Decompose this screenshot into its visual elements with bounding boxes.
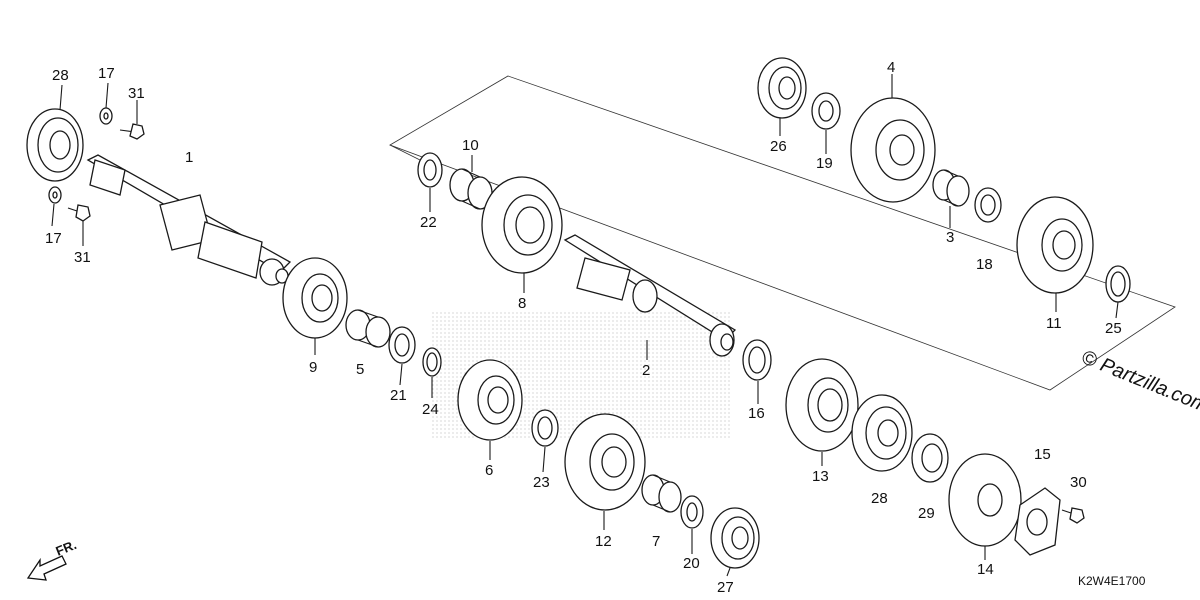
callout-26: 26 (770, 138, 787, 155)
callout-21: 21 (390, 387, 407, 404)
gear-4[interactable] (850, 97, 936, 203)
bushing-5[interactable] (345, 309, 391, 348)
washer-17-bottom[interactable] (48, 186, 62, 204)
gear-8[interactable] (481, 176, 563, 274)
circlip-24[interactable] (422, 347, 442, 377)
bushing-10[interactable] (449, 168, 493, 210)
callout-3: 3 (946, 229, 954, 246)
washer-20[interactable] (680, 495, 704, 529)
callout-8: 8 (518, 295, 526, 312)
watermark: © Partzilla.com (1078, 346, 1200, 417)
assembly-divider (389, 144, 421, 161)
gear-11[interactable] (1016, 196, 1094, 294)
drawing-code: K2W4E1700 (1078, 574, 1146, 588)
bolt-30[interactable] (1061, 507, 1085, 524)
callout-16: 16 (748, 405, 765, 422)
callout-28-left: 28 (52, 67, 69, 84)
callout-14: 14 (977, 561, 994, 578)
bearing-28-left[interactable] (26, 108, 84, 182)
callout-6: 6 (485, 462, 493, 479)
callout-1: 1 (185, 149, 193, 166)
callout-10: 10 (462, 137, 479, 154)
sprocket-14[interactable] (948, 453, 1022, 547)
callout-17-bottom: 17 (45, 230, 62, 247)
callout-25: 25 (1105, 320, 1122, 337)
mainshaft-1[interactable] (86, 154, 292, 286)
callout-labels: 28 17 31 1 17 31 9 5 21 24 22 10 8 6 23 … (45, 59, 1122, 596)
callout-13: 13 (812, 468, 829, 485)
front-label: FR. (54, 537, 79, 559)
callout-18: 18 (976, 256, 993, 273)
washer-16[interactable] (742, 339, 772, 381)
callout-20: 20 (683, 555, 700, 572)
bolt-31-bottom[interactable] (67, 204, 91, 222)
front-direction-arrow: FR. (26, 537, 79, 581)
bolt-31-top[interactable] (119, 123, 145, 140)
callout-31-bottom: 31 (74, 249, 91, 266)
assembly-outline (389, 75, 1176, 391)
washer-19[interactable] (811, 92, 841, 130)
countershaft-2[interactable] (563, 234, 737, 357)
callout-5: 5 (356, 361, 364, 378)
oil-seal-29[interactable] (911, 433, 949, 483)
gear-6[interactable] (457, 359, 523, 441)
washer-21[interactable] (388, 326, 416, 364)
washer-17-top[interactable] (99, 107, 113, 125)
gear-13[interactable] (785, 358, 859, 452)
callout-17-top: 17 (98, 65, 115, 82)
bearing-28-right[interactable] (851, 394, 913, 472)
callout-22: 22 (420, 214, 437, 231)
leader-lines (51, 74, 1119, 577)
washer-22[interactable] (417, 152, 443, 188)
bushing-3[interactable] (932, 169, 970, 207)
callout-2: 2 (642, 362, 650, 379)
front-arrow-icon (26, 555, 67, 581)
callout-30: 30 (1070, 474, 1087, 491)
bearing-26[interactable] (757, 57, 807, 119)
callout-11: 11 (1046, 315, 1062, 332)
callout-4: 4 (887, 59, 895, 76)
washer-3b[interactable] (974, 187, 1002, 223)
callout-28-right: 28 (871, 490, 888, 507)
plate-15[interactable] (1014, 487, 1061, 556)
callout-7: 7 (652, 533, 660, 550)
callout-27: 27 (717, 579, 734, 596)
callout-31-top: 31 (128, 85, 145, 102)
callout-12: 12 (595, 533, 612, 550)
washer-23[interactable] (531, 409, 559, 447)
callout-15: 15 (1034, 446, 1051, 463)
callout-24: 24 (422, 401, 439, 418)
bearing-27[interactable] (710, 507, 760, 569)
circlip-25[interactable] (1105, 265, 1131, 303)
bushing-7[interactable] (641, 474, 682, 513)
callout-29: 29 (918, 505, 935, 522)
callout-9: 9 (309, 359, 317, 376)
callout-19: 19 (816, 155, 833, 172)
callout-23: 23 (533, 474, 550, 491)
gear-9[interactable] (282, 257, 348, 339)
gear-12[interactable] (564, 413, 646, 511)
